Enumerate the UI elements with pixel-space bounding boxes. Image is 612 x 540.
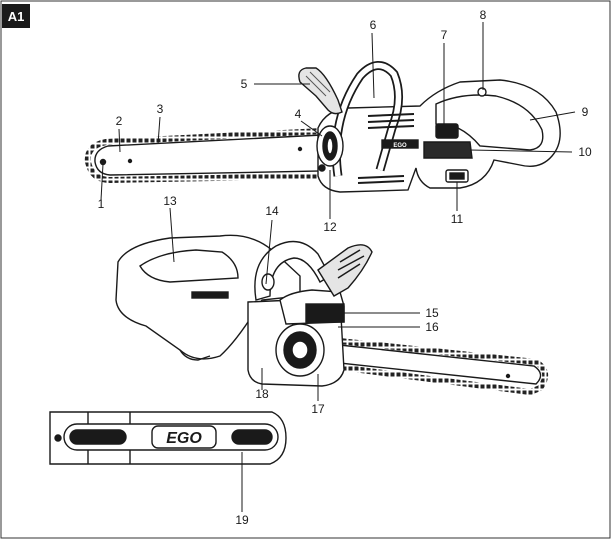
bar-nose-hole	[99, 158, 107, 166]
callout-19: 19	[235, 513, 249, 527]
bottom-model-plate	[191, 291, 229, 299]
trigger-lock	[435, 123, 459, 139]
vent-slots	[357, 113, 415, 184]
callout-3: 3	[157, 102, 164, 116]
callout-7: 7	[441, 28, 448, 42]
callouts: 1 2 3 4 5 6 7 8 9 10 11 12 13 14 15 16 1…	[98, 8, 592, 527]
callout-4: 4	[295, 107, 302, 121]
guard-brand-text: EGO	[166, 430, 202, 447]
side-brand-text: EGO	[393, 143, 407, 149]
top-guide-bar	[94, 134, 323, 176]
callout-2: 2	[116, 114, 123, 128]
bottom-guide-bar	[329, 343, 542, 385]
top-chainsaw: EGO	[84, 61, 561, 193]
bottom-chainsaw	[115, 234, 549, 396]
callout-8: 8	[480, 8, 487, 22]
bottom-hand-guard	[317, 244, 373, 297]
chain-guard: EGO	[49, 411, 287, 465]
trigger	[423, 141, 473, 159]
bottom-rear-grip	[139, 249, 239, 283]
callout-9: 9	[582, 105, 589, 119]
callout-12: 12	[323, 220, 337, 234]
callout-14: 14	[265, 204, 279, 218]
callout-13: 13	[163, 194, 177, 208]
callout-6: 6	[370, 18, 377, 32]
callout-11: 11	[451, 212, 464, 226]
leader-lines	[100, 22, 576, 512]
callout-18: 18	[255, 387, 269, 401]
callout-1: 1	[98, 197, 105, 211]
top-chain	[84, 128, 323, 184]
callout-16: 16	[425, 320, 439, 334]
callout-15: 15	[425, 306, 439, 320]
callout-10: 10	[578, 145, 592, 159]
figure-id-badge: A1	[2, 4, 30, 28]
callout-17: 17	[311, 402, 325, 416]
bar-nut	[318, 164, 326, 172]
callout-5: 5	[241, 77, 248, 91]
handle-cap	[261, 273, 275, 291]
oil-cap	[477, 87, 487, 97]
oil-reservoir	[305, 303, 345, 323]
bottom-chain	[329, 337, 549, 396]
side-brand-plate	[381, 139, 419, 149]
